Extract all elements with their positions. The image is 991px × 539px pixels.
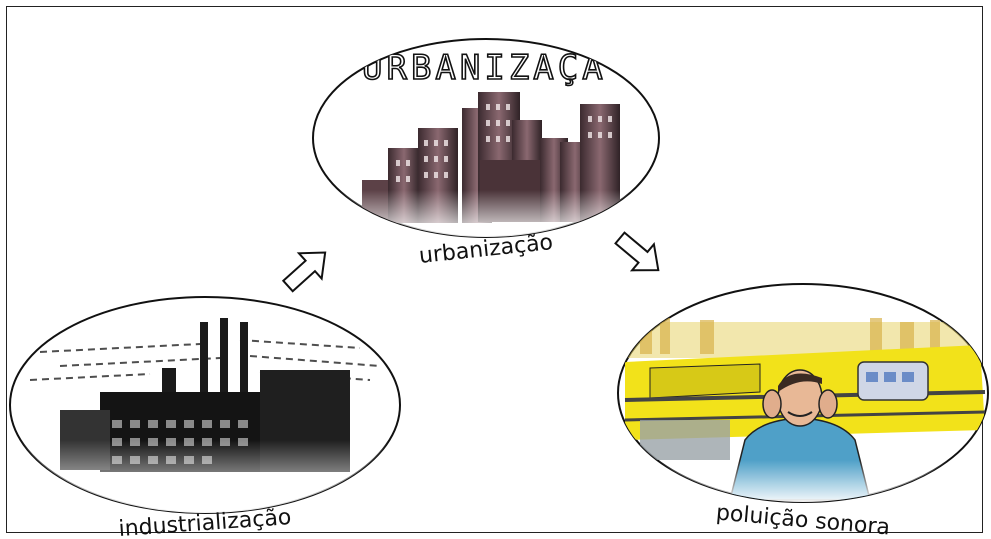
noise-illustration xyxy=(618,318,988,502)
label-poluicao-sonora: poluição sonora xyxy=(715,500,891,539)
factory-illustration xyxy=(20,318,400,513)
sign-text: URBANIZAÇÃ xyxy=(362,48,607,88)
city-illustration: URBANIZAÇÃ xyxy=(330,47,650,237)
node-industrializacao: industrialização xyxy=(9,296,401,539)
label-industrializacao: industrialização xyxy=(118,505,292,539)
arrow-urbanizacao-to-poluicao xyxy=(614,231,660,272)
node-poluicao-sonora: poluição sonora xyxy=(617,283,989,539)
arrow-industrializacao-to-urbanizacao xyxy=(281,251,327,293)
node-urbanizacao: URBANIZAÇÃ xyxy=(312,38,660,269)
